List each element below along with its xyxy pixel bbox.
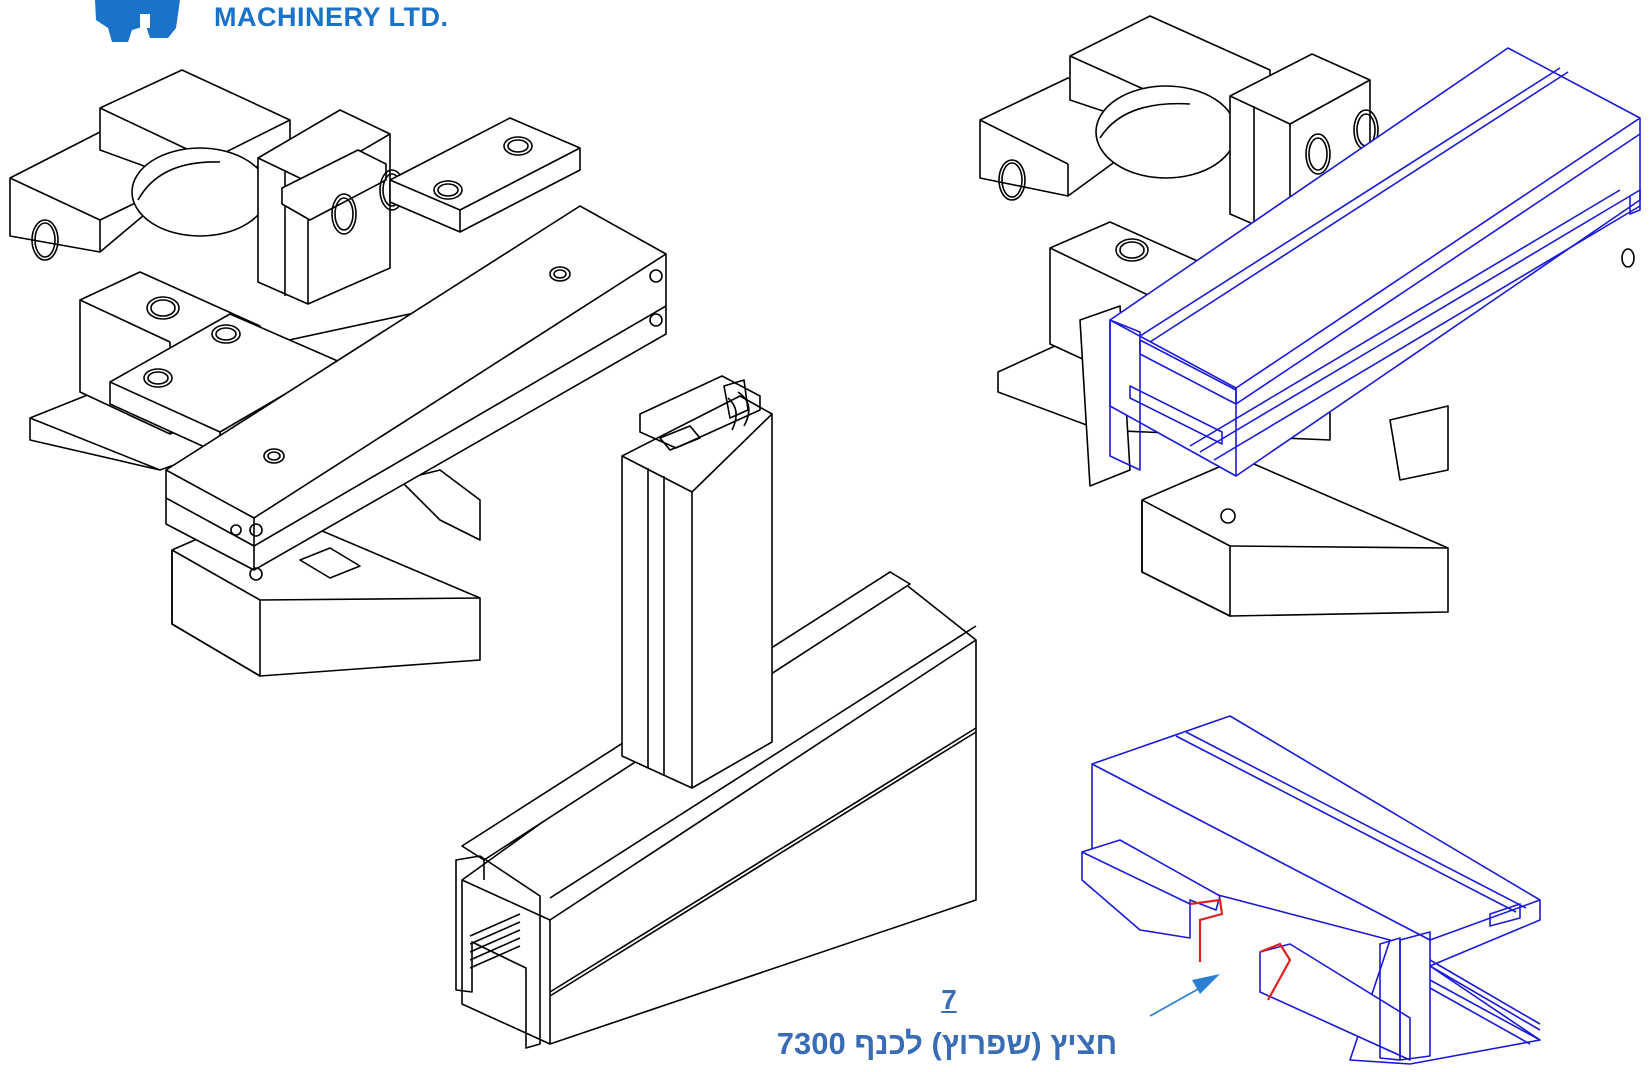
- callout-caption: חציץ (שפרוץ) לכנף 7300: [776, 1026, 1118, 1061]
- separator-profile: [1081, 715, 1541, 1065]
- gear-icon: [95, 0, 180, 42]
- cut-highlight: [1189, 898, 1292, 1001]
- callout-arrow: [1149, 974, 1220, 1017]
- fixture-assembly-left: [9, 69, 667, 677]
- t-joint-profile: [455, 375, 977, 1049]
- callout-number: 7: [941, 984, 957, 1015]
- company-name: MACHINERY LTD.: [214, 2, 449, 32]
- profile-in-fixture: [1109, 47, 1641, 477]
